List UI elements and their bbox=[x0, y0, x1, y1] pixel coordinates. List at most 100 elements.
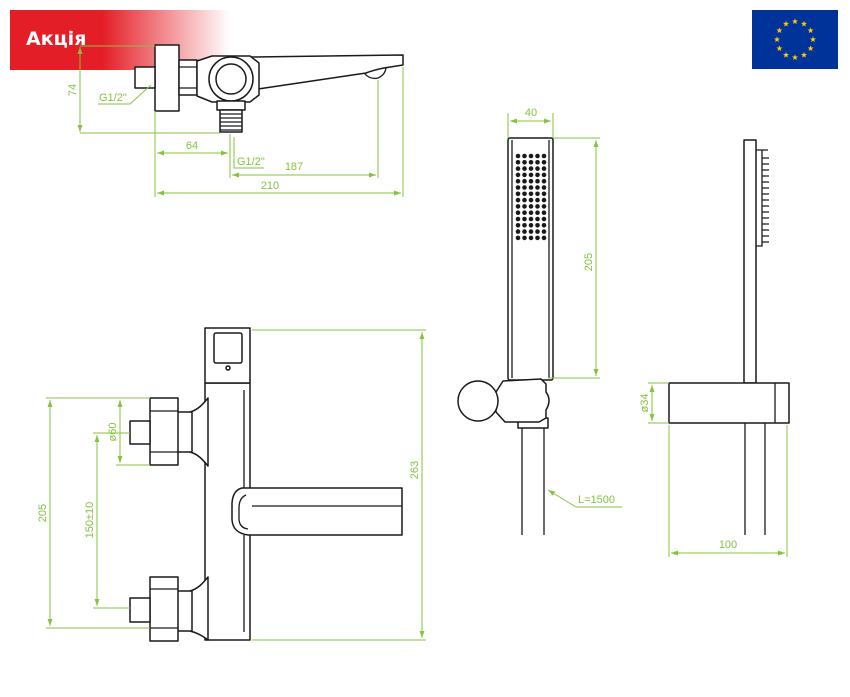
dim-label-inlet-offset: 64 bbox=[186, 140, 198, 152]
inlet-nut bbox=[178, 59, 198, 96]
thread-lines bbox=[220, 113, 242, 131]
spray-nozzle bbox=[541, 204, 547, 209]
spray-nozzle bbox=[541, 153, 547, 159]
spray-nozzle bbox=[528, 223, 534, 228]
spray-nozzle bbox=[522, 166, 527, 171]
hand-shower-side-drawing bbox=[668, 139, 790, 535]
spray-nozzle bbox=[535, 216, 540, 222]
spout-side bbox=[249, 54, 404, 90]
shower-head-side bbox=[743, 139, 757, 384]
spray-nozzle bbox=[535, 229, 540, 234]
outlet-thread bbox=[219, 109, 243, 133]
spout-outlet bbox=[363, 67, 387, 80]
spray-nozzle bbox=[515, 223, 521, 228]
upper-inlet-flange bbox=[189, 397, 209, 467]
spray-nozzle bbox=[541, 229, 547, 234]
spray-nozzle bbox=[541, 166, 547, 171]
inlet-cap bbox=[134, 66, 156, 89]
dim-label-spout-reach: 187 bbox=[285, 161, 303, 173]
leader-line-inlet-thread bbox=[98, 84, 152, 105]
eu-star-icon bbox=[800, 20, 808, 27]
dim-label-hose-length: L=1500 bbox=[578, 494, 615, 506]
spray-nozzle bbox=[515, 216, 521, 222]
spray-nozzle bbox=[535, 204, 540, 209]
lower-inlet-cap bbox=[129, 597, 151, 623]
spray-nozzle bbox=[541, 223, 547, 228]
spray-nozzle bbox=[528, 178, 534, 184]
lower-inlet-flange bbox=[189, 576, 209, 641]
eu-star-icon bbox=[809, 36, 817, 43]
eu-star-icon bbox=[782, 20, 790, 27]
eu-star-icon bbox=[791, 54, 799, 61]
spray-nozzle bbox=[535, 235, 540, 241]
front-view-drawing bbox=[129, 327, 403, 642]
spray-nozzle bbox=[535, 160, 540, 165]
hand-shower-side-dimensions: ø34 100 bbox=[639, 382, 788, 557]
spray-nozzle bbox=[528, 235, 534, 241]
spray-face bbox=[515, 153, 547, 241]
spray-nozzle bbox=[535, 185, 540, 190]
spray-nozzle bbox=[515, 172, 521, 178]
upper-inlet-nut bbox=[149, 397, 179, 466]
spray-nozzle bbox=[541, 191, 547, 197]
dim-label-overall-height: 263 bbox=[409, 461, 421, 479]
dim-label-outlet-thread: G1/2" bbox=[237, 156, 265, 168]
thermostat-window bbox=[213, 332, 243, 364]
eu-star-icon bbox=[776, 45, 783, 52]
dim-label-head-width: 40 bbox=[525, 107, 537, 119]
spray-nozzle bbox=[522, 223, 527, 228]
spray-nozzle bbox=[528, 216, 534, 222]
leader-line-hose bbox=[547, 489, 577, 508]
promo-badge-label: Акція bbox=[26, 28, 87, 50]
spray-nozzle bbox=[522, 197, 527, 203]
outlet-collar bbox=[216, 100, 246, 111]
spray-nozzle bbox=[541, 216, 547, 222]
eu-star-icon bbox=[800, 51, 808, 58]
spray-nozzle bbox=[528, 185, 534, 190]
hand-shower-front-dimensions: 40 205 L=1500 bbox=[507, 107, 622, 508]
dim-label-inlet-spacing: 150±10 bbox=[84, 502, 96, 539]
spray-nozzle bbox=[535, 223, 540, 228]
upper-inlet-cap bbox=[129, 420, 151, 445]
leader-line-outlet-thread bbox=[233, 137, 264, 169]
spray-nozzle bbox=[535, 166, 540, 171]
wall-flange bbox=[154, 44, 180, 112]
spray-nozzle bbox=[528, 197, 534, 203]
spray-nozzles-profile bbox=[756, 149, 769, 247]
dim-label-inlet-thread: G1/2" bbox=[99, 92, 127, 104]
dim-label-height: 74 bbox=[67, 84, 79, 96]
spray-nozzle bbox=[541, 210, 547, 215]
lower-inlet-nut bbox=[149, 576, 179, 642]
temperature-mark bbox=[225, 365, 231, 371]
side-view-dimensions: 74 G1/2" 64 G1/2" 187 210 bbox=[67, 45, 404, 197]
spray-nozzle bbox=[515, 185, 521, 190]
promo-badge: Акція bbox=[10, 10, 230, 70]
spray-nozzle bbox=[528, 172, 534, 178]
spout-inner-contour bbox=[238, 494, 249, 530]
spray-nozzle bbox=[528, 204, 534, 209]
side-view-drawing bbox=[134, 44, 404, 133]
spray-nozzle bbox=[528, 229, 534, 234]
eu-stars bbox=[773, 18, 817, 61]
spray-nozzle bbox=[522, 229, 527, 234]
spray-nozzle bbox=[515, 191, 521, 197]
spray-nozzle bbox=[535, 153, 540, 159]
spray-nozzle bbox=[515, 210, 521, 215]
spray-nozzle bbox=[522, 160, 527, 165]
spray-nozzle bbox=[528, 210, 534, 215]
handle-knob-inner bbox=[215, 63, 247, 95]
dim-label-head-length: 205 bbox=[583, 253, 595, 271]
spray-nozzle bbox=[515, 166, 521, 171]
spray-nozzle bbox=[541, 160, 547, 165]
spray-nozzle bbox=[515, 160, 521, 165]
spray-nozzle bbox=[522, 210, 527, 215]
spray-nozzle bbox=[522, 178, 527, 184]
spray-nozzle bbox=[528, 160, 534, 165]
spray-nozzle bbox=[541, 235, 547, 241]
dim-label-holder-diameter: ø34 bbox=[639, 394, 651, 413]
spray-nozzle bbox=[535, 178, 540, 184]
eu-flag-icon bbox=[752, 10, 838, 69]
wall-holder-mount bbox=[457, 380, 499, 422]
spray-nozzle bbox=[541, 178, 547, 184]
